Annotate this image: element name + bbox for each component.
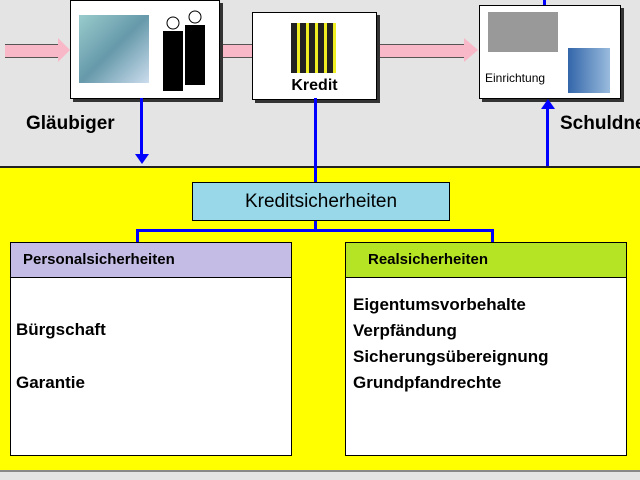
flow-arrow-out — [376, 44, 466, 58]
flow-arrow-middle — [220, 44, 252, 58]
arrowhead-in — [58, 38, 70, 62]
tree-stem — [314, 220, 317, 230]
debtor-label: Schuldner — [560, 113, 640, 134]
creditor-label: Gläubiger — [26, 113, 115, 134]
real-securities-box: Realsicherheiten Eigentumsvorbehalte Ver… — [345, 242, 627, 456]
connector-debtor — [546, 108, 549, 166]
collateral-title: Kreditsicherheiten — [192, 182, 450, 221]
arrowhead-down — [135, 154, 149, 164]
connector-creditor — [140, 98, 143, 156]
business-people-icon — [159, 9, 209, 93]
connector-credit — [314, 98, 317, 182]
tree-left — [136, 229, 139, 243]
creditor-card — [70, 0, 220, 99]
credit-card: Kredit — [252, 12, 377, 100]
flow-arrow-in — [5, 44, 60, 58]
debtor-card: Einrichtung — [479, 5, 621, 99]
connector-top-right — [543, 0, 546, 5]
real-item: Sicherungsübereignung — [353, 347, 549, 366]
arrowhead-up — [541, 99, 555, 109]
tree-branch — [136, 229, 494, 232]
office-tower-icon — [568, 48, 610, 93]
facility-label: Einrichtung — [485, 71, 546, 85]
credit-label: Kredit — [291, 77, 338, 94]
real-item: Grundpfandrechte — [353, 373, 502, 392]
factory-icon — [488, 12, 558, 52]
real-item: Eigentumsvorbehalte — [353, 295, 526, 314]
real-item: Verpfändung — [353, 321, 457, 340]
personal-securities-header: Personalsicherheiten — [11, 243, 291, 278]
office-building-icon — [79, 15, 149, 83]
money-stack-icon — [291, 23, 336, 73]
real-securities-header: Realsicherheiten — [346, 243, 626, 278]
personal-securities-box: Personalsicherheiten Bürgschaft Garantie — [10, 242, 292, 456]
arrowhead-out — [464, 38, 478, 62]
real-items-list: Eigentumsvorbehalte Verpfändung Sicherun… — [353, 292, 549, 396]
tree-right — [491, 229, 494, 243]
personal-item: Garantie — [16, 373, 85, 392]
personal-item: Bürgschaft — [16, 320, 106, 339]
